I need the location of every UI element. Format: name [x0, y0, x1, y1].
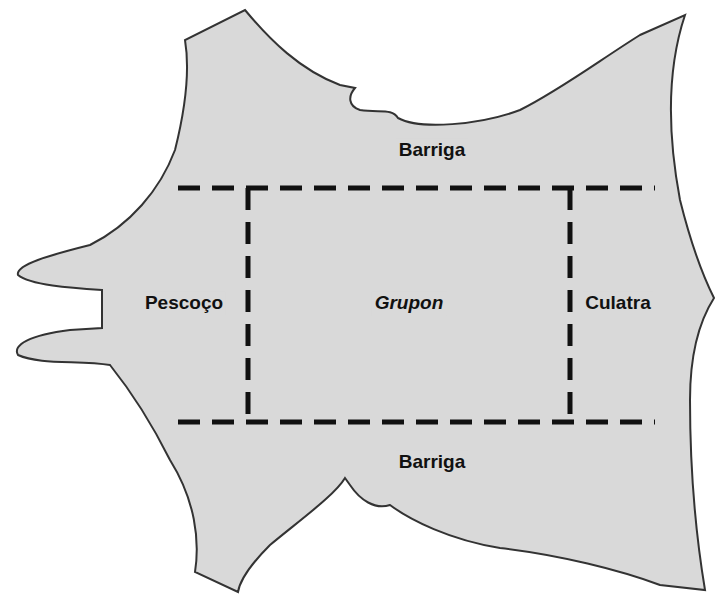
region-label: Pescoço — [142, 291, 226, 315]
region-label: Barriga — [396, 138, 469, 162]
region-label: Culatra — [582, 291, 653, 315]
dashed-line — [246, 188, 251, 422]
region-label: Barriga — [396, 450, 469, 474]
hide-outline — [17, 10, 714, 592]
dashed-line — [568, 188, 573, 422]
cut-lines — [178, 188, 655, 422]
region-label: Grupon — [372, 291, 447, 315]
dashed-line — [178, 420, 655, 425]
